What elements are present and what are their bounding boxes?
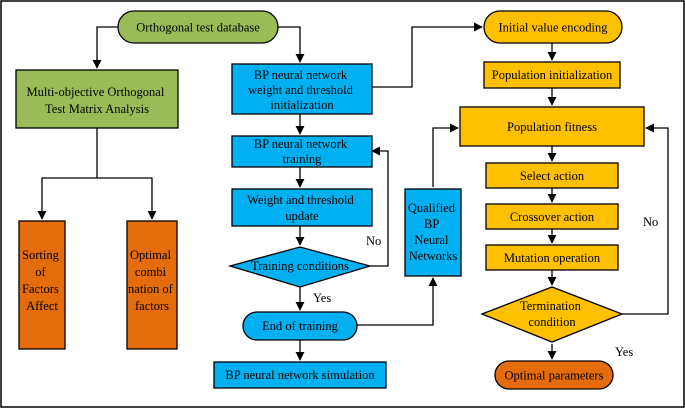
node-sorting-factors (18, 220, 66, 350)
label-optimal-combination: Optimal combi nation of factors (128, 248, 176, 313)
node-select-action (485, 162, 619, 189)
node-crossover-action (485, 203, 619, 230)
node-optimal-combination (126, 220, 178, 350)
edge-end-to-qualified (357, 277, 438, 326)
label-training-conditions: Training conditions (251, 259, 349, 273)
node-population-init (483, 61, 621, 89)
label-select-action: Select action (520, 169, 585, 183)
edge-multi-split-right (97, 177, 157, 220)
node-end-training (242, 311, 358, 341)
label-population-init: Population initialization (492, 68, 613, 82)
label-sorting-factors: Sorting of Factors Affect (22, 248, 62, 313)
node-bp-training (231, 135, 373, 168)
label-weight-update: Weight and threshold update (247, 193, 357, 223)
edge-qualified-to-fitness (432, 123, 459, 187)
edges (37, 22, 669, 361)
label-multi-objective: Multi-objective Orthogonal Test Matrix A… (27, 85, 168, 116)
label-crossover-action: Crossover action (510, 210, 595, 224)
label-termination-yes: Yes (615, 345, 633, 359)
label-end-training: End of training (262, 319, 338, 333)
label-optimal-parameters: Optimal parameters (505, 369, 604, 383)
node-bp-init (231, 63, 373, 115)
label-bp-init: BP neural network weight and threshold i… (248, 68, 356, 112)
node-qualified-bp (404, 188, 462, 277)
node-initial-encoding (483, 10, 623, 44)
node-population-fitness (459, 106, 645, 147)
node-training-conditions (227, 246, 373, 288)
label-termination-no: No (643, 215, 658, 229)
node-bp-simulation (213, 361, 387, 389)
label-training-yes: Yes (313, 291, 331, 305)
node-multi-objective (15, 69, 179, 129)
node-weight-update (231, 188, 373, 227)
edge-termination-no (622, 123, 669, 315)
edge-db-to-multi (92, 26, 118, 69)
node-termination (480, 286, 624, 343)
edge-multi-split (37, 128, 98, 220)
node-orthogonal-db (117, 10, 279, 44)
edge-conditions-no (370, 146, 389, 267)
label-training-no: No (366, 234, 381, 248)
label-termination: Termination condition (520, 299, 584, 329)
label-bp-simulation: BP neural network simulation (225, 368, 375, 382)
label-mutation-operation: Mutation operation (504, 251, 601, 265)
label-orthogonal-db: Orthogonal test database (136, 21, 260, 35)
edge-bpinit-to-encoding (372, 22, 483, 88)
node-optimal-parameters (494, 360, 614, 390)
node-mutation-operation (485, 244, 619, 271)
edge-db-to-bpinit (278, 26, 305, 63)
label-initial-encoding: Initial value encoding (499, 21, 609, 35)
label-qualified-bp: Qualified BP Neural Networks (408, 201, 458, 263)
label-bp-training: BP neural network training (254, 137, 350, 166)
label-population-fitness: Population fitness (507, 120, 597, 134)
